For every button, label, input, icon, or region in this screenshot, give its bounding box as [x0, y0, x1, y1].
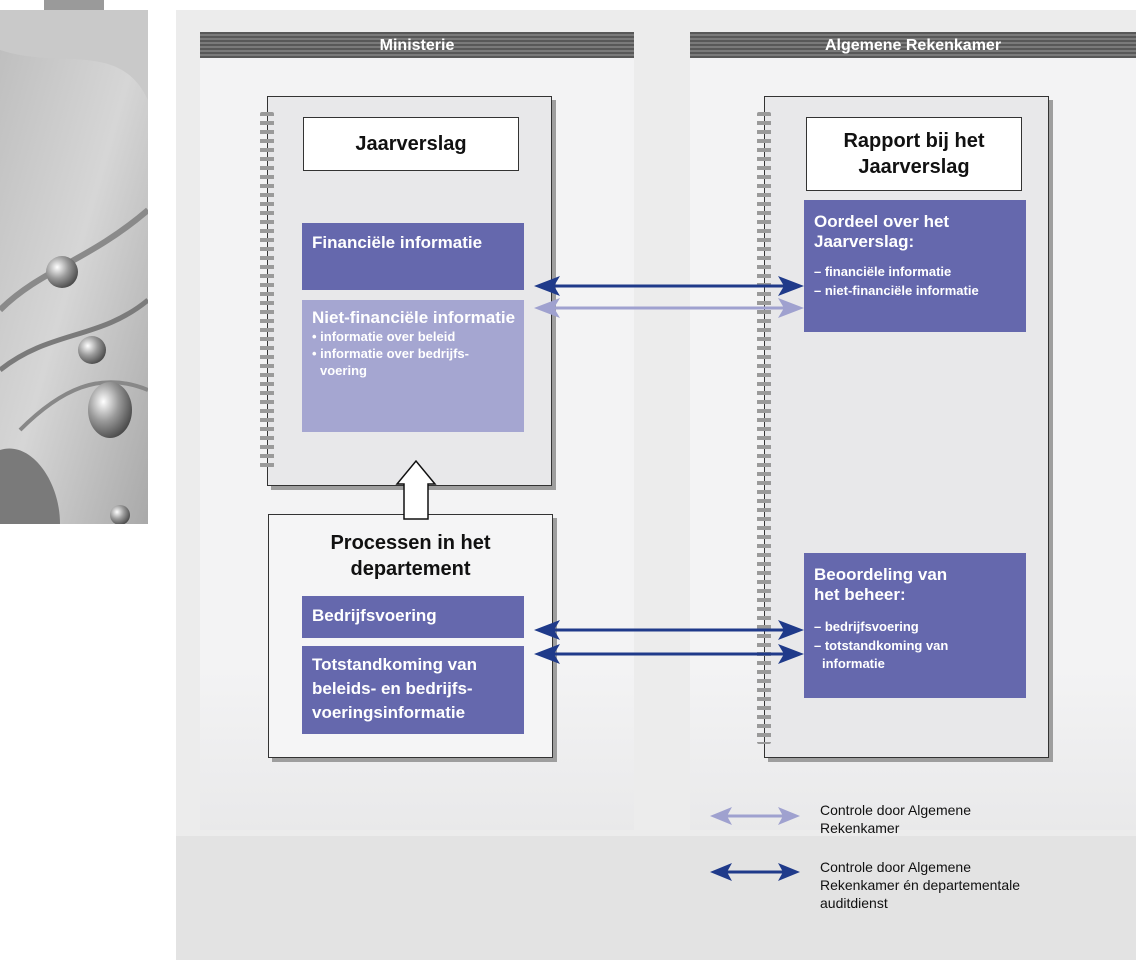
totstandkoming-box: Totstandkoming van beleids- en bedrijfs-…	[302, 646, 524, 734]
rapport-spiral	[757, 112, 771, 744]
legend-dark-label: Controle door Algemene Rekenkamer én dep…	[820, 859, 1021, 911]
dark-arrow-totstandkoming	[534, 644, 804, 664]
financiele-informatie-box: Financiële informatie	[302, 223, 524, 290]
oordeel-box: Oordeel over het Jaarverslag: – financië…	[804, 200, 1026, 332]
jaarverslag-spiral	[260, 112, 274, 468]
light-arrow-niet-financieel	[534, 298, 804, 318]
ministerie-header: Ministerie	[200, 32, 634, 58]
up-arrow	[395, 459, 437, 520]
beoordeling-item: – bedrijfsvoering	[814, 619, 919, 634]
decorative-photo	[0, 10, 148, 524]
beoordeling-item: informatie	[822, 656, 885, 671]
nonfinancial-item: voering	[320, 363, 367, 378]
background-bottom-band	[176, 836, 1136, 960]
legend-light-arrow	[710, 807, 800, 825]
legend-dark-arrow	[710, 863, 800, 881]
rapport-title: Rapport bij het Jaarverslag	[806, 117, 1022, 191]
dark-arrow-financieel	[534, 276, 804, 296]
oordeel-item: – niet-financiële informatie	[814, 283, 979, 298]
processen-title: Processen in het departement	[330, 532, 491, 580]
nonfinancial-item: • informatie over beleid	[312, 329, 456, 344]
dark-arrow-bedrijfsvoering	[534, 620, 804, 640]
jaarverslag-title: Jaarverslag	[303, 117, 519, 171]
beoordeling-item: – totstandkoming van	[814, 638, 949, 653]
nonfinancial-item: • informatie over bedrijfs-	[312, 346, 469, 361]
oordeel-item: – financiële informatie	[814, 264, 952, 279]
niet-financiele-informatie-box: Niet-financiële informatie • informatie …	[302, 300, 524, 432]
beoordeling-box: Beoordeling van het beheer: – bedrijfsvo…	[804, 553, 1026, 698]
legend-light-label: Controle door Algemene Rekenkamer	[820, 802, 971, 836]
rekenkamer-header: Algemene Rekenkamer	[690, 32, 1136, 58]
bedrijfsvoering-box: Bedrijfsvoering	[302, 596, 524, 638]
